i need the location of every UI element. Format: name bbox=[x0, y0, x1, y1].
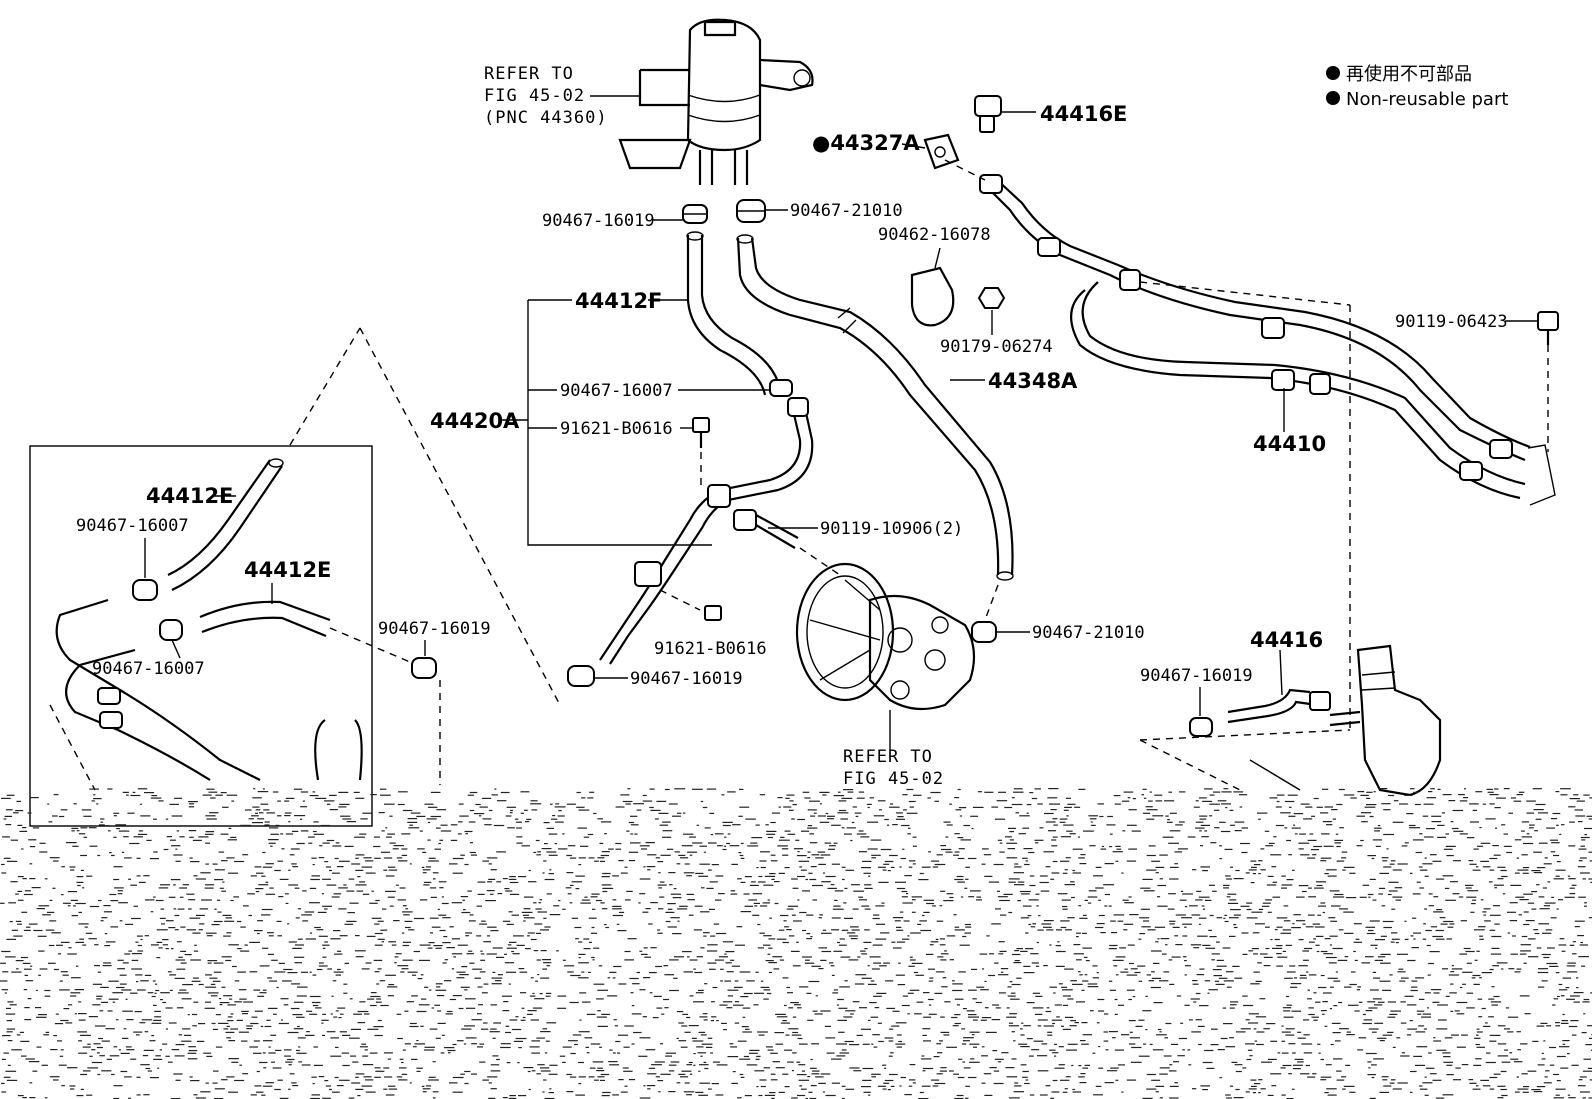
steering-gear-drawing bbox=[1329, 644, 1442, 797]
bolt-icon bbox=[704, 605, 722, 621]
leader-44327A bbox=[901, 143, 926, 149]
label-90467-16007-mid: 90467-16007 bbox=[560, 381, 673, 401]
hose-44412F-drawing bbox=[686, 231, 782, 396]
clamp-icon bbox=[1189, 717, 1213, 737]
label-44416: 44416 bbox=[1250, 628, 1323, 652]
reservoir-ref-line3: (PNC 44360) bbox=[484, 108, 608, 128]
clamp-icon bbox=[971, 621, 997, 643]
label-90467-16019-right: 90467-16019 bbox=[1140, 666, 1253, 686]
nut-icon bbox=[977, 287, 1006, 309]
reservoir-ref-line2: FIG 45-02 bbox=[484, 86, 585, 106]
label-90179-06274: 90179-06274 bbox=[940, 337, 1053, 357]
clamp-icon bbox=[567, 665, 595, 687]
label-90467-21010-top: 90467-21010 bbox=[790, 201, 903, 221]
dash-inset-left bbox=[289, 327, 361, 446]
clamp-icon bbox=[769, 379, 793, 397]
bolt-icon bbox=[733, 509, 841, 576]
bolt-icon bbox=[1537, 311, 1559, 345]
pressure-tube-44410-drawing bbox=[979, 174, 1556, 506]
leader-90462 bbox=[934, 247, 941, 269]
label-91621-B0616-b: 91621-B0616 bbox=[654, 639, 767, 659]
bolt-icon bbox=[692, 417, 710, 490]
label-90467-21010-pump: 90467-21010 bbox=[1032, 623, 1145, 643]
label-90467-16019-left: 90467-16019 bbox=[378, 619, 491, 639]
bracket-44420A bbox=[527, 300, 712, 546]
legend-bullet-en bbox=[1326, 91, 1340, 105]
legend-text-jp: 再使用不可部品 bbox=[1346, 64, 1472, 85]
label-90462-16078: 90462-16078 bbox=[878, 225, 991, 245]
dash-lower bbox=[659, 589, 701, 611]
inset-hose-a-drawing bbox=[167, 458, 284, 591]
pump-drawing bbox=[795, 562, 976, 711]
pump-ref-line2: FIG 45-02 bbox=[843, 769, 944, 789]
pump-ref-line1: REFER TO bbox=[843, 747, 933, 767]
legend-text-en: Non-reusable part bbox=[1346, 89, 1508, 110]
label-44416E: 44416E bbox=[1040, 102, 1127, 126]
detail-inset-box bbox=[29, 445, 373, 827]
reservoir-drawing bbox=[618, 18, 814, 185]
label-90119-06423: 90119-06423 bbox=[1395, 312, 1508, 332]
label-90467-16019-bottom: 90467-16019 bbox=[630, 669, 743, 689]
label-90467-16019-top: 90467-16019 bbox=[542, 211, 655, 231]
label-44348A: 44348A bbox=[988, 369, 1078, 393]
reservoir-ref-line1: REFER TO bbox=[484, 64, 574, 84]
inset-hose-b-drawing bbox=[199, 600, 331, 638]
bolt-icon bbox=[974, 95, 1002, 133]
dash-inset-right bbox=[359, 327, 561, 706]
label-44327A: ●44327A bbox=[812, 131, 920, 155]
tube-44416-drawing bbox=[1227, 649, 1331, 724]
dash-inset-clamp bbox=[329, 627, 411, 663]
label-90119-10906: 90119-10906(2) bbox=[820, 519, 963, 539]
label-44412E-b: 44412E bbox=[244, 558, 331, 582]
label-44410: 44410 bbox=[1253, 432, 1326, 456]
label-90467-16007-b: 90467-16007 bbox=[92, 659, 205, 679]
label-44412F: 44412F bbox=[575, 289, 662, 313]
legend-bullet-jp bbox=[1326, 66, 1340, 80]
dash-pump-clamp bbox=[984, 584, 999, 621]
label-91621-B0616-a: 91621-B0616 bbox=[560, 419, 673, 439]
inset-pipes-drawing bbox=[55, 598, 363, 781]
hose-44348A-drawing bbox=[736, 234, 1014, 581]
label-44420A: 44420A bbox=[430, 409, 520, 433]
clamp-icon bbox=[682, 199, 766, 224]
dash-lower-right-2 bbox=[1139, 729, 1351, 741]
dash-inset-low bbox=[49, 704, 96, 791]
gasket-icon bbox=[923, 133, 960, 170]
legend: 再使用不可部品 Non-reusable part bbox=[1326, 64, 1508, 110]
leader-90467-16007-b bbox=[171, 639, 181, 659]
pressure-pipe-drawing bbox=[599, 397, 814, 665]
label-90467-16007-a: 90467-16007 bbox=[76, 516, 189, 536]
noise-band bbox=[0, 788, 1592, 1099]
line-lower-right bbox=[1249, 759, 1301, 791]
dash-right-top bbox=[1139, 281, 1351, 306]
clip-icon bbox=[910, 266, 955, 327]
dash-lower-right bbox=[1139, 739, 1241, 791]
clamp-icon bbox=[132, 579, 437, 679]
dash-44327A bbox=[944, 159, 986, 181]
